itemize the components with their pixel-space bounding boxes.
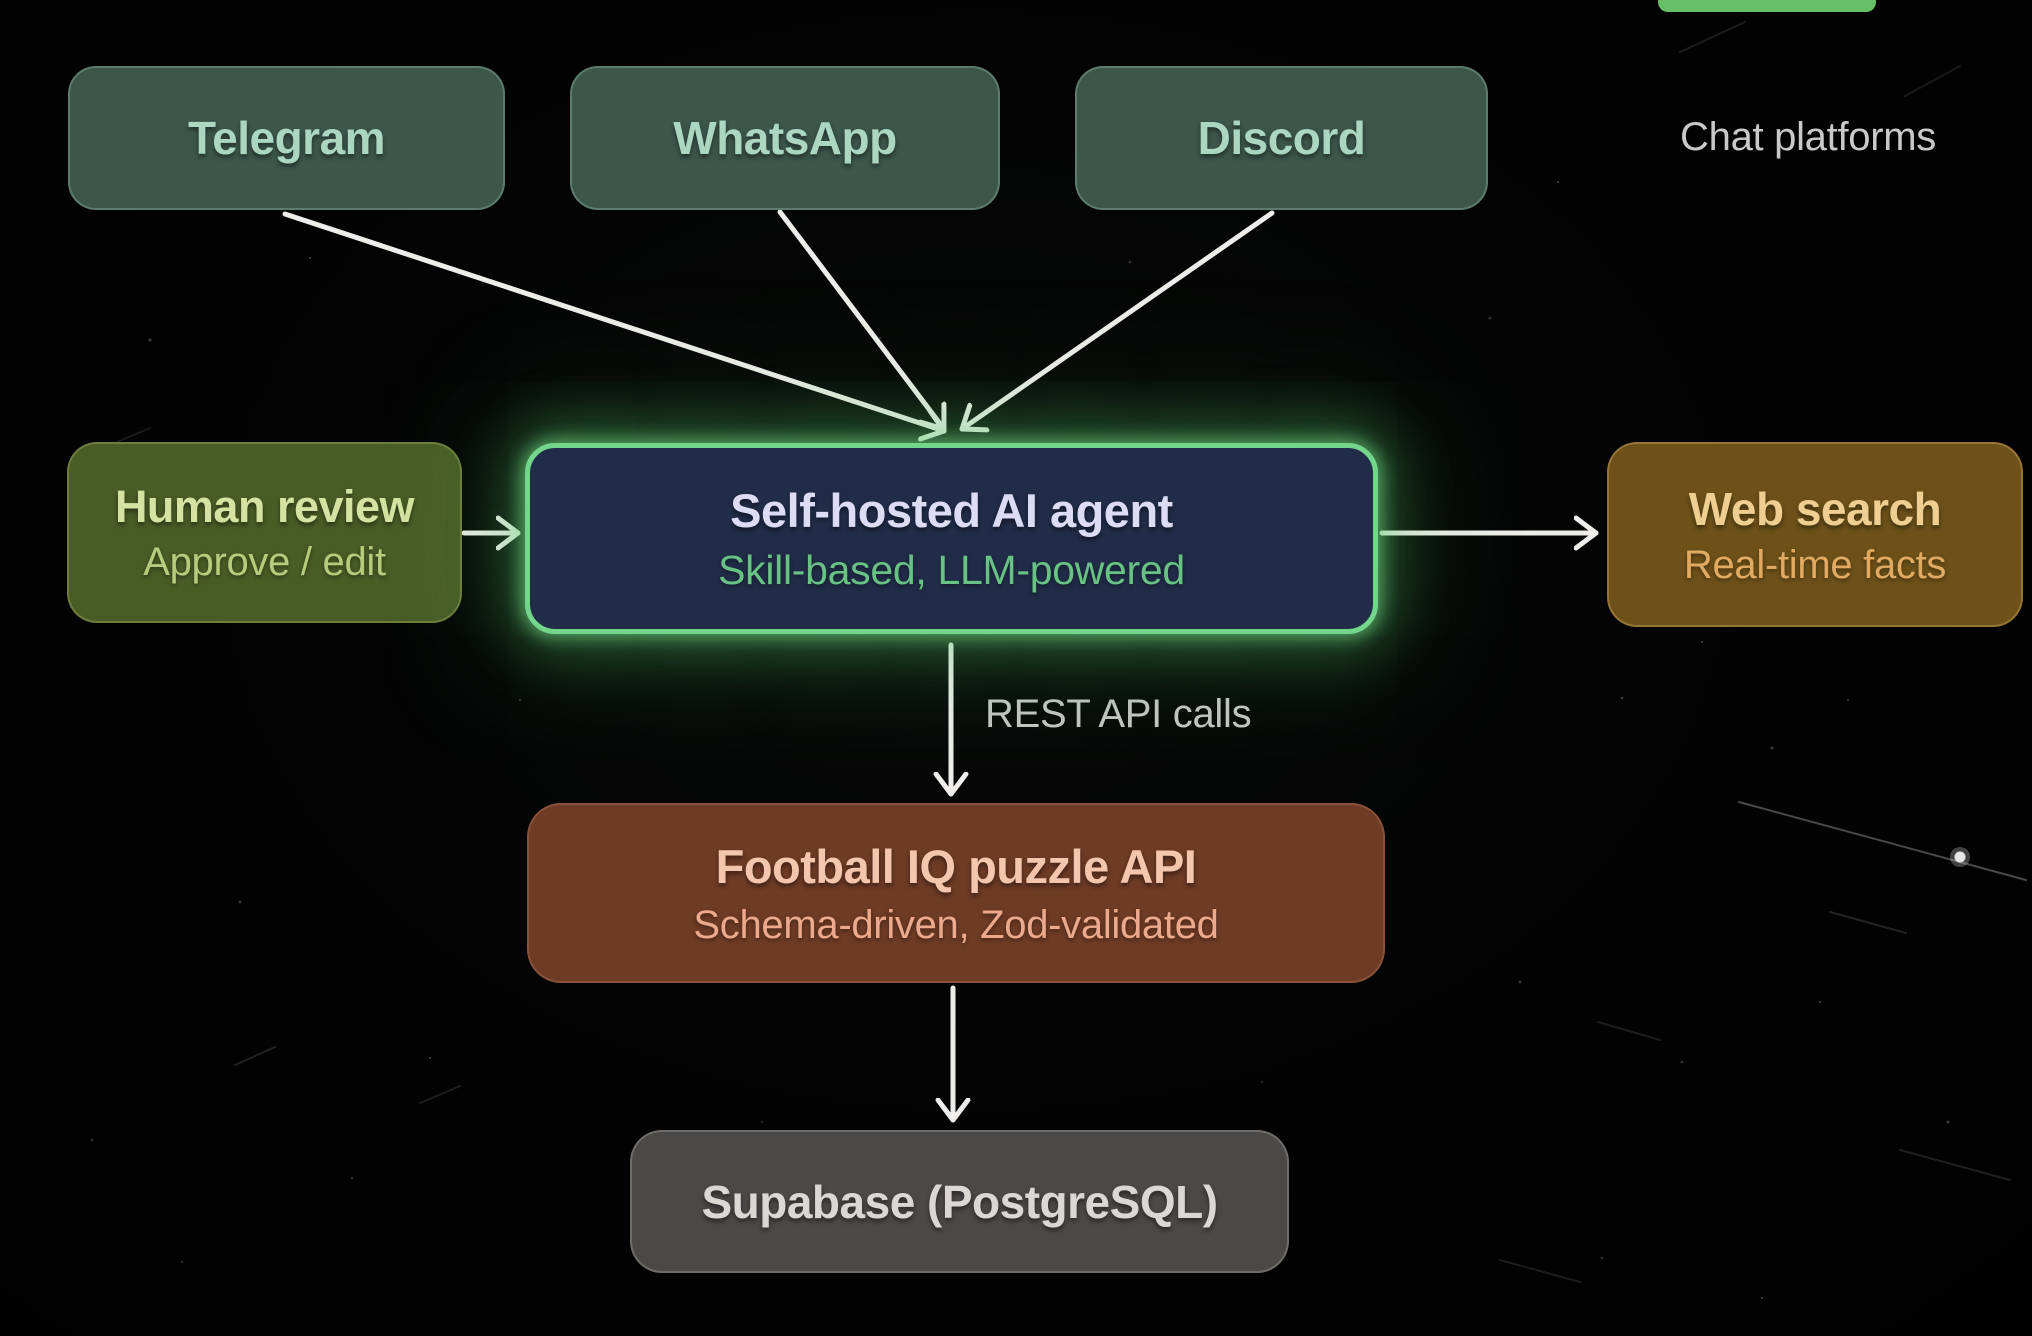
node-discord: Discord (1075, 66, 1488, 210)
edge-whatsapp-to-agent (777, 209, 947, 432)
node-whatsapp: WhatsApp (570, 66, 1000, 210)
node-web-search: Web search Real-time facts (1607, 442, 2023, 627)
edge-telegram-to-agent (282, 211, 947, 431)
top-green-banner (1658, 0, 1876, 12)
edge-discord-to-agent (959, 210, 1275, 429)
node-telegram: Telegram (68, 66, 505, 210)
node-ai-agent-subtitle: Skill-based, LLM-powered (718, 547, 1185, 593)
node-human-review-title: Human review (114, 480, 415, 532)
node-ai-agent-title: Self-hosted AI agent (730, 484, 1173, 537)
rest-api-calls-edge-label: REST API calls (985, 692, 1252, 736)
node-supabase: Supabase (PostgreSQL) (630, 1130, 1289, 1273)
chat-platforms-annotation: Chat platforms (1680, 115, 1936, 159)
node-human-review-subtitle: Approve / edit (143, 539, 386, 584)
node-discord-label: Discord (1197, 112, 1366, 164)
node-whatsapp-label: WhatsApp (673, 112, 897, 164)
node-football-api-title: Football IQ puzzle API (715, 839, 1197, 893)
node-telegram-label: Telegram (187, 112, 386, 164)
node-football-api: Football IQ puzzle API Schema-driven, Zo… (527, 803, 1385, 983)
node-human-review: Human review Approve / edit (67, 442, 462, 623)
node-web-search-subtitle: Real-time facts (1683, 542, 1947, 587)
node-supabase-label: Supabase (PostgreSQL) (701, 1175, 1218, 1228)
bright-star (1954, 851, 1966, 863)
node-web-search-title: Web search (1688, 482, 1942, 535)
node-football-api-subtitle: Schema-driven, Zod-validated (693, 902, 1219, 947)
node-ai-agent: Self-hosted AI agent Skill-based, LLM-po… (525, 443, 1378, 634)
